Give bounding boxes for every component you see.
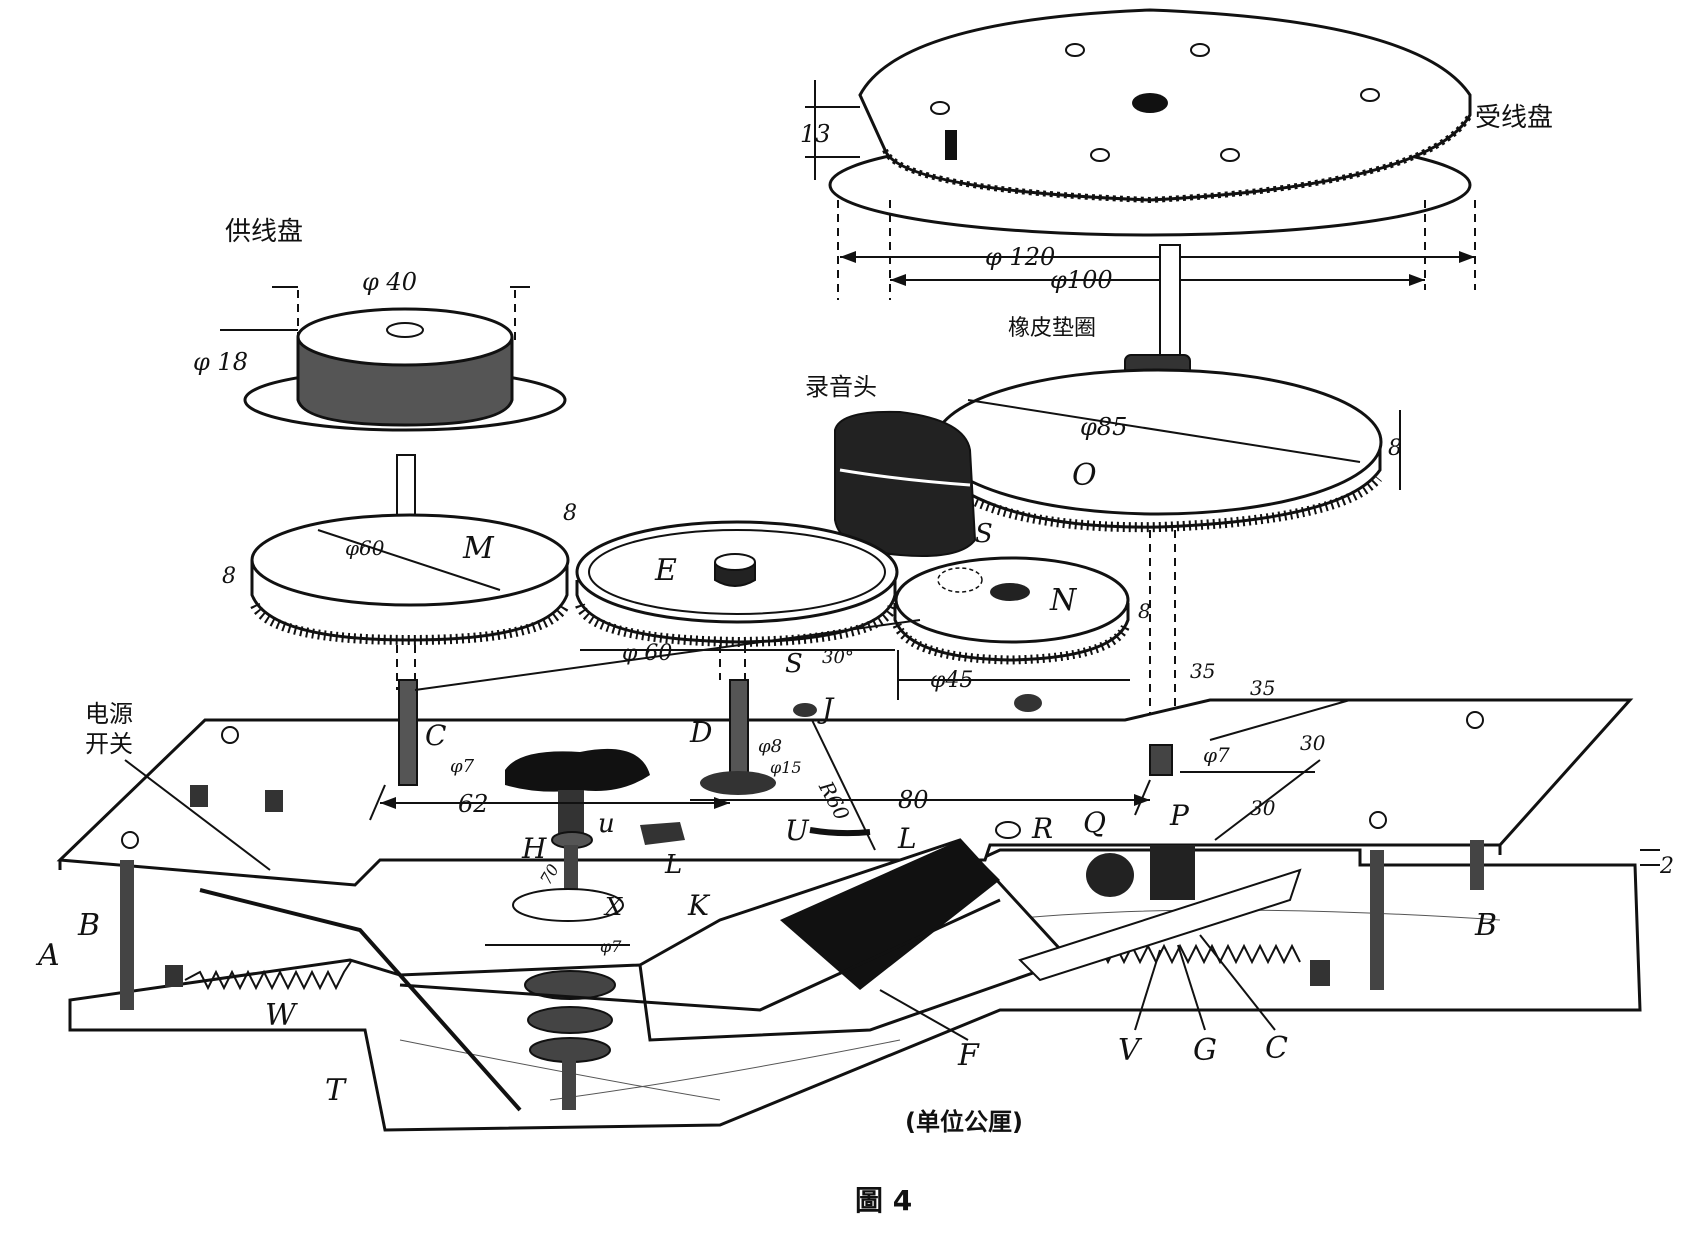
dim-phi7-c: φ7 — [450, 756, 475, 777]
label-s2: S — [785, 649, 803, 679]
gear-o — [933, 368, 1383, 533]
dim-phi120: φ 120 — [985, 243, 1055, 271]
figure-caption: 圖 4 — [855, 1184, 912, 1217]
record-head-label: 录音头 — [805, 373, 877, 401]
label-r: R — [1031, 812, 1053, 845]
label-x: X — [603, 893, 623, 921]
dim-s30: 30° — [822, 647, 854, 668]
label-b-left: B — [77, 908, 100, 943]
label-n: N — [1049, 583, 1078, 618]
label-q: Q — [1083, 806, 1106, 839]
dim-2: 2 — [1659, 854, 1674, 879]
label-w: W — [265, 998, 298, 1033]
dim-phi15: φ15 — [770, 758, 802, 777]
power-switch-label-1: 电源 — [85, 700, 133, 728]
label-c-shaft: C — [425, 719, 446, 752]
power-switch-label-2: 开关 — [85, 730, 133, 758]
dim-phi8: φ8 — [758, 736, 782, 757]
label-l1: L — [664, 850, 682, 880]
record-head — [834, 410, 977, 557]
dim-phi85: φ85 — [1080, 413, 1127, 441]
dim-30b: 30 — [1250, 796, 1276, 820]
label-o: O — [1072, 458, 1097, 493]
label-t: T — [325, 1073, 347, 1108]
dim-phi60-m: φ60 — [345, 536, 385, 560]
label-e: E — [654, 553, 677, 588]
knob-h — [505, 748, 650, 922]
gear-n — [892, 556, 1131, 665]
supply-reel — [243, 307, 567, 432]
dim-35a: 35 — [1190, 659, 1215, 683]
label-p: P — [1169, 799, 1190, 832]
label-j: J — [817, 692, 835, 725]
dim-62: 62 — [458, 790, 489, 818]
dim-phi18: φ 18 — [193, 348, 248, 376]
label-b-right: B — [1474, 908, 1497, 943]
takeup-reel-label: 受线盘 — [1475, 103, 1553, 133]
dim-8-n: 8 — [1138, 599, 1151, 623]
dim-phi100: φ100 — [1050, 266, 1113, 294]
label-g: G — [1193, 1033, 1217, 1068]
dim-35b: 35 — [1250, 676, 1275, 700]
dim-phi7-r: φ7 — [1203, 743, 1230, 767]
label-l2: L — [897, 822, 917, 855]
label-s1: S — [975, 519, 993, 549]
dim-phi40: φ 40 — [362, 268, 417, 296]
label-a: A — [35, 938, 60, 973]
dim-phi7-h: φ7 — [600, 937, 622, 956]
label-u2: U — [785, 814, 810, 847]
dim-13: 13 — [800, 120, 831, 148]
label-m: M — [462, 531, 495, 566]
rubber-washer-label: 橡皮垫圈 — [1008, 316, 1096, 341]
label-v: V — [1118, 1033, 1143, 1068]
dim-30a: 30 — [1300, 731, 1326, 755]
label-h: H — [521, 832, 547, 865]
dim-8-m2: 8 — [563, 501, 577, 526]
label-u1: u — [598, 809, 615, 839]
units-label: (单位公厘) — [905, 1108, 1023, 1136]
label-k: K — [687, 889, 711, 922]
dim-phi45: φ45 — [930, 668, 973, 693]
dim-8-m1: 8 — [222, 564, 236, 589]
supply-reel-label: 供线盘 — [225, 217, 303, 247]
flywheel-e — [575, 520, 899, 648]
takeup-reel — [828, 8, 1473, 237]
gear-m — [250, 513, 570, 646]
dim-8-o: 8 — [1388, 436, 1402, 461]
dim-phi60-e: φ 60 — [622, 641, 672, 666]
label-d: D — [689, 716, 712, 749]
dim-80: 80 — [898, 786, 929, 814]
label-f: F — [957, 1038, 980, 1073]
label-c-right: C — [1265, 1031, 1288, 1066]
